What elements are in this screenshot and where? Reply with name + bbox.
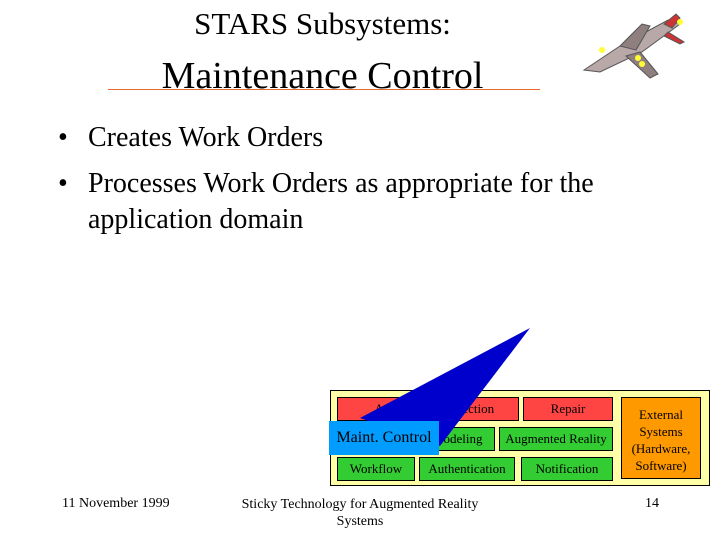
bullet-item: • Creates Work Orders xyxy=(58,120,658,156)
bullet-glyph: • xyxy=(58,122,68,153)
bullet-item: • Processes Work Orders as appropriate fo… xyxy=(58,166,658,238)
external-line: Systems xyxy=(639,424,683,439)
footer-title-line2: Systems xyxy=(336,514,384,529)
title-underline xyxy=(108,89,540,90)
subsystem-box: Augmented Reality xyxy=(499,427,613,451)
external-line: Software) xyxy=(635,458,687,473)
bullet-glyph: • xyxy=(58,168,68,199)
page-number: 14 xyxy=(645,496,659,511)
subsystem-box: Repair xyxy=(523,397,613,421)
slide-title-line2: Maintenance Control xyxy=(161,55,484,97)
bullet-text: Processes Work Orders as appropriate for… xyxy=(88,168,594,235)
footer-date: 11 November 1999 xyxy=(62,496,170,511)
footer-title-line1: Sticky Technology for Augmented Reality xyxy=(241,497,479,512)
external-line: External xyxy=(638,407,684,422)
bullet-list: • Creates Work Orders • Processes Work Ord… xyxy=(58,120,658,248)
jet-aircraft-icon xyxy=(582,13,686,79)
subsystem-box: Authentication xyxy=(419,457,515,481)
bullet-text: Creates Work Orders xyxy=(88,122,324,153)
footer-title: Sticky Technology for Augmented Reality … xyxy=(238,496,482,530)
callout-wedge xyxy=(360,328,530,446)
maint-control-callout: Maint. Control xyxy=(329,421,439,455)
external-line: (Hardware, xyxy=(631,441,691,456)
external-systems-box: External Systems (Hardware, Software) xyxy=(621,397,701,479)
subsystem-box: Workflow xyxy=(337,457,415,481)
slide-title-line1: STARS Subsystems: xyxy=(194,6,451,41)
subsystem-box: Notification xyxy=(521,457,613,481)
